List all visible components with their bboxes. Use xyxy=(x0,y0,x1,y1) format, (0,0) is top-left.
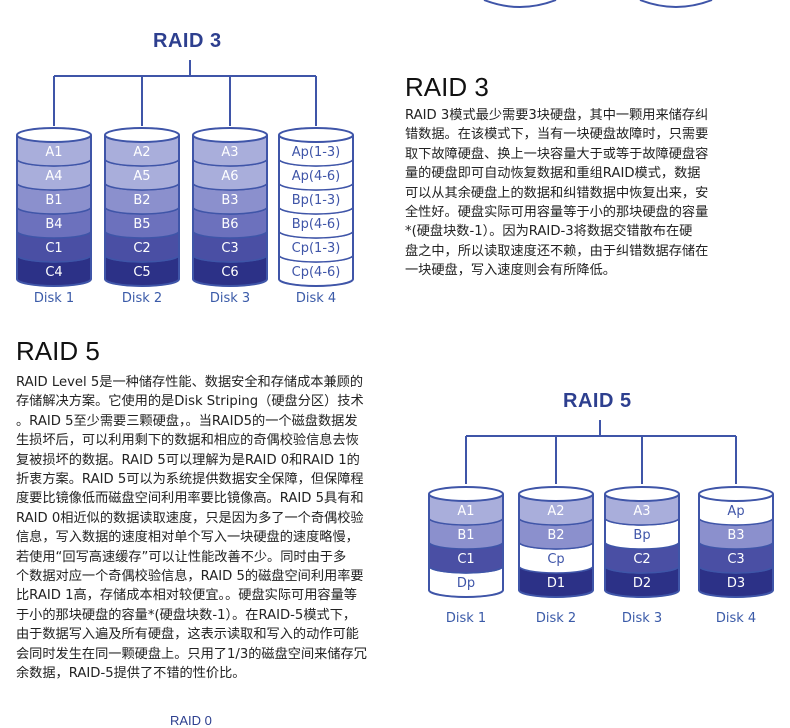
raid5-disk-2-block-label: A2 xyxy=(547,504,564,519)
raid5-disk-3: D2 C2 Bp A3 xyxy=(604,486,680,598)
raid3-disk-3-block-label: A6 xyxy=(221,169,238,184)
raid3-disk-4-block-label: Ap(1-3) xyxy=(292,145,341,160)
raid5-disk-4: D3 C3 B3 Ap xyxy=(698,486,774,598)
raid3-disk-1-block-label: C4 xyxy=(45,265,62,280)
raid3-disk-3-block-label: C3 xyxy=(221,241,238,256)
raid3-disk-3-outline xyxy=(192,135,268,287)
raid3-diagram-title: RAID 3 xyxy=(153,30,222,52)
raid3-disk-4-block-label: Bp(1-3) xyxy=(292,193,341,208)
raid5-disk-1-top xyxy=(428,486,504,502)
raid5-heading: RAID 5 xyxy=(16,336,100,366)
raid5-disk-3-top xyxy=(604,486,680,502)
cropped-disk-bottom-right xyxy=(639,0,713,8)
raid3-disk-3-block-label: B3 xyxy=(221,193,238,208)
raid3-disk-1-block-label: A1 xyxy=(45,145,62,160)
raid5-disk-4-block-label: Ap xyxy=(727,504,744,519)
raid5-diagram-title: RAID 5 xyxy=(563,390,632,412)
raid3-disk-3-block-label: A3 xyxy=(221,145,238,160)
raid3-disk-4-block-label: Cp(1-3) xyxy=(292,241,341,256)
cropped-disk-bottom-left xyxy=(483,0,557,8)
raid3-disk2-label: Disk 2 xyxy=(121,291,163,306)
raid5-disk-3-block-label: Bp xyxy=(633,528,650,543)
raid3-disk-1-block-label: C1 xyxy=(45,241,62,256)
raid3-disk-1-top xyxy=(16,127,92,143)
raid3-diagram: C4C1B4B1A4A1C5C2B5B2A5A2C6C3B6B3A6A3Cp(4… xyxy=(16,60,354,287)
raid3-disk3-label: Disk 3 xyxy=(209,291,251,306)
raid0-diagram-title: RAID 0 xyxy=(170,713,212,728)
raid3-disk-3: C6 C3 B6 B3 A6 A3 xyxy=(192,127,268,287)
raid3-disk-4-block-label: Cp(4-6) xyxy=(292,265,341,280)
raid5-description: RAID Level 5是一种储存性能、数据安全和存储成本兼顾的 存储解决方案。… xyxy=(16,375,367,682)
raid5-disk-3-block-label: A3 xyxy=(633,504,650,519)
raid3-disk4-label: Disk 4 xyxy=(295,291,337,306)
raid3-disk-2: C5 C2 B5 B2 A5 A2 xyxy=(104,127,180,287)
raid5-disk-1-block-label: Dp xyxy=(457,576,475,591)
raid5-disk-1-outline xyxy=(428,494,504,598)
raid3-disk-1-block-label: B1 xyxy=(45,193,62,208)
raid5-disk-2-top xyxy=(518,486,594,502)
raid5-disk-3-outline xyxy=(604,494,680,598)
raid5-disk-1-block-label: C1 xyxy=(457,552,474,567)
raid5-disk-3-block-label: C2 xyxy=(633,552,650,567)
raid3-disk-2-top xyxy=(104,127,180,143)
raid5-disk2-label: Disk 2 xyxy=(535,611,577,626)
raid3-disk-2-block-label: C5 xyxy=(133,265,150,280)
raid3-disk-3-block-label: B6 xyxy=(221,217,238,232)
raid3-disk-4: Cp(4-6) Cp(1-3) Bp(4-6) Bp(1-3) Ap(4-6) Ap(1-… xyxy=(278,127,354,287)
raid5-disk-2: D1 Cp B2 A2 xyxy=(518,486,594,598)
raid5-disk-1-block-label: B1 xyxy=(457,528,474,543)
raid5-disk-4-block-label: B3 xyxy=(727,528,744,543)
raid3-disk-3-block-label: C6 xyxy=(221,265,238,280)
raid5-disk-2-block-label: Cp xyxy=(547,552,564,567)
raid5-disk-2-outline xyxy=(518,494,594,598)
raid3-disk-2-block-label: A5 xyxy=(133,169,150,184)
raid5-disk-2-block-label: B2 xyxy=(547,528,564,543)
raid5-connectors xyxy=(465,420,737,484)
raid3-disk-4-block-label: Ap(4-6) xyxy=(292,169,341,184)
raid3-disk-4-outline xyxy=(278,135,354,287)
raid5-disk-2-block-label: D1 xyxy=(547,576,565,591)
cropped-disk-tops xyxy=(483,0,713,8)
raid5-disk-1: Dp C1 B1 A1 xyxy=(428,486,504,598)
raid3-disk-2-outline xyxy=(104,135,180,287)
raid5-disk-4-block-label: D3 xyxy=(727,576,745,591)
raid5-disk-4-top xyxy=(698,486,774,502)
raid3-disk-4-block-label: Bp(4-6) xyxy=(292,217,341,232)
raid3-disk-2-block-label: B2 xyxy=(133,193,150,208)
raid3-disk-3-top xyxy=(192,127,268,143)
raid3-disk-2-block-label: C2 xyxy=(133,241,150,256)
raid3-disk-1-outline xyxy=(16,135,92,287)
raid3-heading: RAID 3 xyxy=(405,72,489,102)
raid3-disk-1-block-label: B4 xyxy=(45,217,62,232)
raid3-disk-2-block-label: B5 xyxy=(133,217,150,232)
raid3-disk1-label: Disk 1 xyxy=(33,291,75,306)
raid3-connectors xyxy=(53,60,317,126)
raid3-disk-2-block-label: A2 xyxy=(133,145,150,160)
raid3-disk-1: C4 C1 B4 B1 A4 A1 xyxy=(16,127,92,287)
raid3-description: RAID 3模式最少需要3块硬盘，其中一颗用来储存纠 错数据。在该模式下，当有一… xyxy=(405,108,709,279)
raid5-disk-1-block-label: A1 xyxy=(457,504,474,519)
raid3-disk-4-top xyxy=(278,127,354,143)
raid5-disk-4-outline xyxy=(698,494,774,598)
raid3-disk-1-block-label: A4 xyxy=(45,169,62,184)
raid5-disk-3-block-label: D2 xyxy=(633,576,651,591)
raid5-disk4-label: Disk 4 xyxy=(715,611,757,626)
raid5-disk-4-block-label: C3 xyxy=(727,552,744,567)
raid5-disk1-label: Disk 1 xyxy=(445,611,487,626)
raid5-disk3-label: Disk 3 xyxy=(621,611,663,626)
